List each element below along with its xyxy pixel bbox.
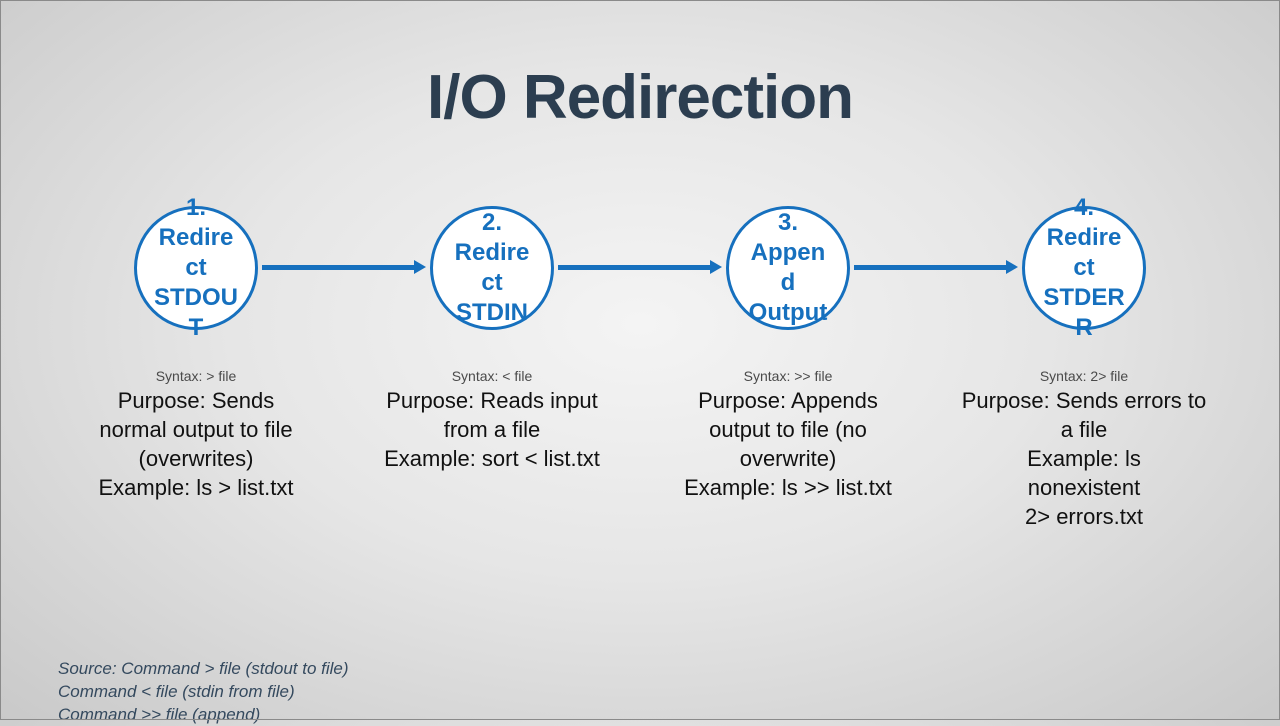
step-purpose: Purpose: Reads input from a file bbox=[386, 388, 598, 442]
step-details-4: Syntax: 2> file Purpose: Sends errors to… bbox=[954, 366, 1214, 531]
source-line: Source: Command > file (stdout to file) bbox=[58, 659, 349, 678]
step-details-3: Syntax: >> file Purpose: Appends output … bbox=[658, 366, 918, 502]
step-circle-4: 4. Redirect STDERR bbox=[1022, 194, 1146, 341]
step-label: 2. Redirect STDIN bbox=[454, 209, 530, 326]
step-label: 1. Redirect STDOUT bbox=[154, 194, 238, 341]
step-syntax: Syntax: > file bbox=[155, 368, 237, 384]
step-syntax: Syntax: 2> file bbox=[1039, 368, 1129, 384]
step-details-1: Syntax: > file Purpose: Sends normal out… bbox=[66, 366, 326, 502]
step-circle-2: 2. Redirect STDIN bbox=[430, 206, 554, 330]
flow-arrow-2-3 bbox=[558, 260, 722, 274]
step-label: 3. Append Output bbox=[748, 209, 828, 326]
source-line: Command < file (stdin from file) bbox=[58, 682, 295, 701]
step-purpose: Purpose: Appends output to file (no over… bbox=[698, 388, 878, 471]
flow-arrow-1-2 bbox=[262, 260, 426, 274]
step-purpose: Purpose: Sends errors to a file bbox=[961, 388, 1207, 442]
step-circle-3: 3. Append Output bbox=[726, 206, 850, 330]
step-label: 4. Redirect STDERR bbox=[1043, 194, 1125, 341]
step-example: Example: ls >> list.txt bbox=[684, 475, 892, 500]
source-line: Command >> file (append) bbox=[58, 705, 261, 724]
step-details-2: Syntax: < file Purpose: Reads input from… bbox=[362, 366, 622, 473]
step-syntax: Syntax: >> file bbox=[743, 368, 833, 384]
step-syntax: Syntax: < file bbox=[451, 368, 533, 384]
step-example: Example: ls > list.txt bbox=[98, 475, 294, 500]
step-purpose: Purpose: Sends normal output to file (ov… bbox=[99, 388, 293, 471]
slide-title: I/O Redirection bbox=[427, 63, 854, 132]
step-example: Example: ls nonexistent 2> errors.txt bbox=[1025, 446, 1143, 529]
step-circle-1: 1. Redirect STDOUT bbox=[134, 194, 258, 341]
step-example: Example: sort < list.txt bbox=[384, 446, 600, 471]
flow-arrow-3-4 bbox=[854, 260, 1018, 274]
source-note: Source: Command > file (stdout to file) … bbox=[58, 657, 349, 726]
